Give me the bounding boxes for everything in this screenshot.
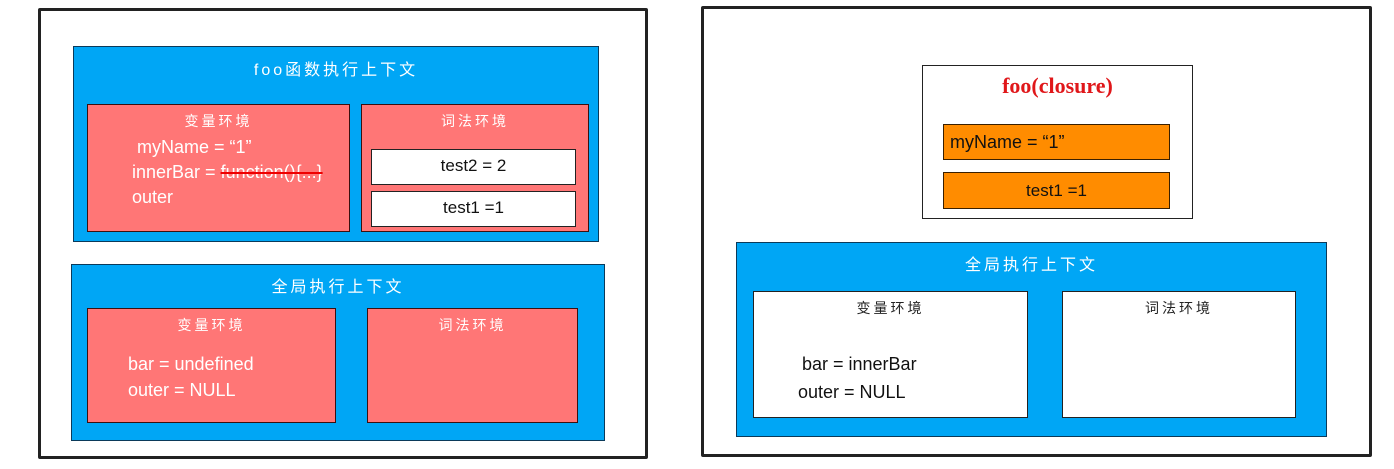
left-global-lexical-environment: 词法环境 <box>367 308 578 423</box>
var-myname: myName = “1” <box>137 137 252 157</box>
foo-execution-context: foo函数执行上下文 变量环境 myName = “1” innerBar = … <box>73 46 599 242</box>
left-global-variable-env-title: 变量环境 <box>177 317 246 333</box>
global-var-bar: bar = undefined <box>128 354 254 374</box>
closure-cell-myname-text: myName = “1” <box>950 132 1065 152</box>
lexical-cell-test2: test2 = 2 <box>371 149 576 185</box>
right-global-execution-context: 全局执行上下文 变量环境 bar = innerBar outer = NULL… <box>736 242 1327 437</box>
lexical-cell-test1-text: test1 =1 <box>443 198 504 217</box>
closure-cell-test1-text: test1 =1 <box>1026 181 1087 200</box>
global-var-outer: outer = NULL <box>128 380 236 400</box>
right-global-lexical-environment: 词法环境 <box>1062 291 1296 418</box>
right-global-variable-env-title: 变量环境 <box>856 300 925 316</box>
foo-variable-env-title: 变量环境 <box>184 113 253 129</box>
var-outer: outer <box>132 187 174 207</box>
left-global-lexical-env-title: 词法环境 <box>438 317 507 333</box>
closure-cell-test1: test1 =1 <box>943 172 1170 209</box>
foo-lexical-env-title: 词法环境 <box>441 113 509 129</box>
var-innerbar-struck-value: function(){...} <box>220 162 323 182</box>
foo-variable-environment: 变量环境 myName = “1” innerBar = function(){… <box>87 104 350 232</box>
closure-cell-myname: myName = “1” <box>943 124 1170 160</box>
lexical-cell-test2-text: test2 = 2 <box>440 156 507 175</box>
right-global-lexical-env-title: 词法环境 <box>1145 300 1213 316</box>
left-global-context-title: 全局执行上下文 <box>271 279 405 296</box>
lexical-cell-test1: test1 =1 <box>371 191 576 227</box>
foo-lexical-environment: 词法环境 test2 = 2 test1 =1 <box>361 104 589 232</box>
right-global-var-outer: outer = NULL <box>798 382 906 402</box>
right-global-context-title: 全局执行上下文 <box>964 257 1098 274</box>
left-global-execution-context: 全局执行上下文 变量环境 bar = undefined outer = NUL… <box>71 264 605 441</box>
closure-box: foo(closure) myName = “1” test1 =1 <box>922 65 1193 219</box>
right-global-variable-environment: 变量环境 bar = innerBar outer = NULL <box>753 291 1028 418</box>
foo-context-title: foo函数执行上下文 <box>253 62 419 79</box>
var-innerbar: innerBar = function(){...} <box>132 159 323 185</box>
right-global-var-bar: bar = innerBar <box>802 354 917 374</box>
var-innerbar-prefix: innerBar = <box>132 162 221 182</box>
closure-title: foo(closure) <box>1002 73 1113 98</box>
left-global-variable-environment: 变量环境 bar = undefined outer = NULL <box>87 308 336 423</box>
